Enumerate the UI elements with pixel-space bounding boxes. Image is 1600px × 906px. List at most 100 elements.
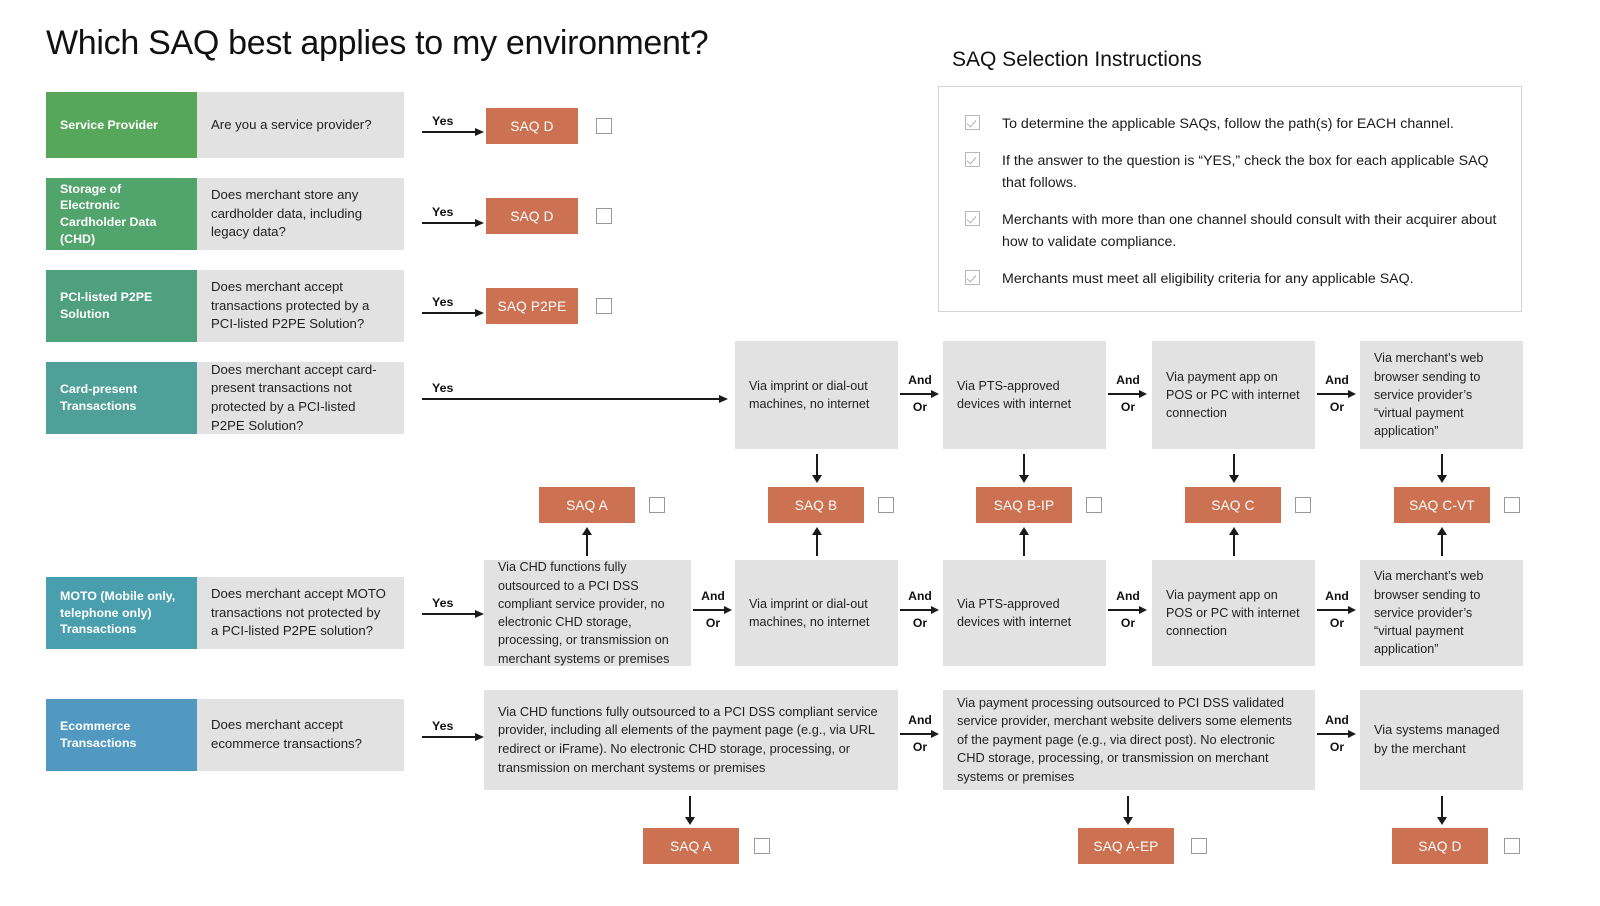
- arrow-down-to-saq-c-vt: [1436, 454, 1448, 484]
- saq-badge-a-bottom[interactable]: SAQ A: [643, 828, 739, 864]
- andor-connector-cp-2: And Or: [1106, 373, 1150, 415]
- saq-badge-a-middle[interactable]: SAQ A: [539, 487, 635, 523]
- instructions-title: SAQ Selection Instructions: [952, 48, 1202, 71]
- and-label: And: [1325, 713, 1349, 727]
- list-item: If the answer to the question is “YES,” …: [965, 150, 1503, 194]
- yes-label: Yes: [432, 205, 454, 219]
- question-card-present: Does merchant accept card-present transa…: [197, 362, 404, 434]
- card-present-option-3: Via payment app on POS or PC with intern…: [1152, 341, 1315, 449]
- category-tag-storage-chd: Storage of Electronic Cardholder Data (C…: [46, 178, 197, 250]
- instruction-text: Merchants must meet all eligibility crit…: [1002, 271, 1414, 287]
- andor-connector-cp-3: And Or: [1315, 373, 1359, 415]
- arrow-down-to-saq-a-ep: [1122, 796, 1134, 826]
- yes-label: Yes: [432, 295, 454, 309]
- page-title: Which SAQ best applies to my environment…: [46, 24, 709, 62]
- list-item: Merchants must meet all eligibility crit…: [965, 268, 1503, 290]
- question-storage-chd: Does merchant store any cardholder data,…: [197, 178, 404, 250]
- arrow-up-to-saq-c: [1228, 527, 1240, 557]
- instructions-list: To determine the applicable SAQs, follow…: [965, 113, 1503, 290]
- saq-checkbox-a-ep[interactable]: [1191, 838, 1207, 854]
- card-present-option-1: Via imprint or dial-out machines, no int…: [735, 341, 898, 449]
- card-present-option-2: Via PTS-approved devices with internet: [943, 341, 1106, 449]
- checkbox-checked-icon[interactable]: [965, 115, 980, 130]
- checkbox-checked-icon[interactable]: [965, 152, 980, 167]
- saq-checkbox-d-storage-chd[interactable]: [596, 208, 612, 224]
- moto-option-5: Via merchant’s web browser sending to se…: [1360, 560, 1523, 666]
- row-storage-chd: Storage of Electronic Cardholder Data (C…: [46, 178, 404, 250]
- saq-checkbox-a-middle[interactable]: [649, 497, 665, 513]
- saq-badge-p2pe[interactable]: SAQ P2PE: [486, 288, 578, 324]
- saq-badge-d-storage-chd[interactable]: SAQ D: [486, 198, 578, 234]
- row-p2pe: PCI-listed P2PE Solution Does merchant a…: [46, 270, 404, 342]
- question-service-provider: Are you a service provider?: [197, 92, 404, 158]
- question-moto: Does merchant accept MOTO transactions n…: [197, 577, 404, 649]
- arrow-down-to-saq-b: [811, 454, 823, 484]
- moto-option-3: Via PTS-approved devices with internet: [943, 560, 1106, 666]
- saq-badge-c-vt[interactable]: SAQ C-VT: [1394, 487, 1490, 523]
- question-p2pe: Does merchant accept transactions protec…: [197, 270, 404, 342]
- saq-checkbox-b-ip[interactable]: [1086, 497, 1102, 513]
- saq-badge-b-ip[interactable]: SAQ B-IP: [976, 487, 1072, 523]
- row-service-provider: Service Provider Are you a service provi…: [46, 92, 404, 158]
- category-tag-card-present: Card-present Transactions: [46, 362, 197, 434]
- checkbox-checked-icon[interactable]: [965, 270, 980, 285]
- arrow-down-to-saq-b-ip: [1018, 454, 1030, 484]
- saq-checkbox-c-vt[interactable]: [1504, 497, 1520, 513]
- yes-label: Yes: [432, 596, 454, 610]
- saq-checkbox-d-bottom[interactable]: [1504, 838, 1520, 854]
- and-label: And: [701, 589, 725, 603]
- or-label: Or: [1329, 616, 1345, 631]
- and-label: And: [1116, 589, 1140, 603]
- instruction-text: If the answer to the question is “YES,” …: [1002, 153, 1489, 191]
- or-label: Or: [1329, 400, 1345, 415]
- card-present-option-4: Via merchant’s web browser sending to se…: [1360, 341, 1523, 449]
- category-tag-service-provider: Service Provider: [46, 92, 197, 158]
- arrow-up-to-saq-b: [811, 527, 823, 557]
- instruction-text: Merchants with more than one channel sho…: [1002, 212, 1497, 250]
- instructions-panel: To determine the applicable SAQs, follow…: [938, 86, 1522, 312]
- saq-badge-d-service-provider[interactable]: SAQ D: [486, 108, 578, 144]
- or-label: Or: [912, 400, 928, 415]
- category-tag-ecommerce: Ecommerce Transactions: [46, 699, 197, 771]
- saq-checkbox-c[interactable]: [1295, 497, 1311, 513]
- arrow-up-to-saq-a-middle: [581, 527, 593, 557]
- or-label: Or: [705, 616, 721, 631]
- yes-label: Yes: [432, 381, 454, 395]
- andor-connector-moto-1: And Or: [691, 589, 735, 631]
- saq-badge-d-bottom[interactable]: SAQ D: [1392, 828, 1488, 864]
- moto-option-2: Via imprint or dial-out machines, no int…: [735, 560, 898, 666]
- arrow-up-to-saq-c-vt: [1436, 527, 1448, 557]
- or-label: Or: [1329, 740, 1345, 755]
- andor-connector-moto-2: And Or: [898, 589, 942, 631]
- moto-option-4: Via payment app on POS or PC with intern…: [1152, 560, 1315, 666]
- saq-checkbox-p2pe[interactable]: [596, 298, 612, 314]
- and-label: And: [908, 373, 932, 387]
- or-label: Or: [912, 740, 928, 755]
- andor-connector-moto-3: And Or: [1106, 589, 1150, 631]
- list-item: To determine the applicable SAQs, follow…: [965, 113, 1503, 135]
- and-label: And: [908, 713, 932, 727]
- and-label: And: [908, 589, 932, 603]
- andor-connector-moto-4: And Or: [1315, 589, 1359, 631]
- saq-checkbox-d-service-provider[interactable]: [596, 118, 612, 134]
- saq-badge-c[interactable]: SAQ C: [1185, 487, 1281, 523]
- saq-badge-a-ep[interactable]: SAQ A-EP: [1078, 828, 1174, 864]
- yes-label: Yes: [432, 114, 454, 128]
- ecommerce-option-2: Via payment processing outsourced to PCI…: [943, 690, 1315, 790]
- saq-checkbox-a-bottom[interactable]: [754, 838, 770, 854]
- arrow-down-to-saq-d-bottom: [1436, 796, 1448, 826]
- saq-badge-b[interactable]: SAQ B: [768, 487, 864, 523]
- and-label: And: [1325, 589, 1349, 603]
- ecommerce-option-3: Via systems managed by the merchant: [1360, 690, 1523, 790]
- or-label: Or: [1120, 400, 1136, 415]
- row-card-present: Card-present Transactions Does merchant …: [46, 362, 404, 434]
- list-item: Merchants with more than one channel sho…: [965, 209, 1503, 253]
- saq-checkbox-b[interactable]: [878, 497, 894, 513]
- andor-connector-ecom-2: And Or: [1315, 713, 1359, 755]
- checkbox-checked-icon[interactable]: [965, 211, 980, 226]
- instruction-text: To determine the applicable SAQs, follow…: [1002, 116, 1454, 132]
- category-tag-moto: MOTO (Mobile only, telephone only) Trans…: [46, 577, 197, 649]
- andor-connector-cp-1: And Or: [898, 373, 942, 415]
- ecommerce-option-1: Via CHD functions fully outsourced to a …: [484, 690, 898, 790]
